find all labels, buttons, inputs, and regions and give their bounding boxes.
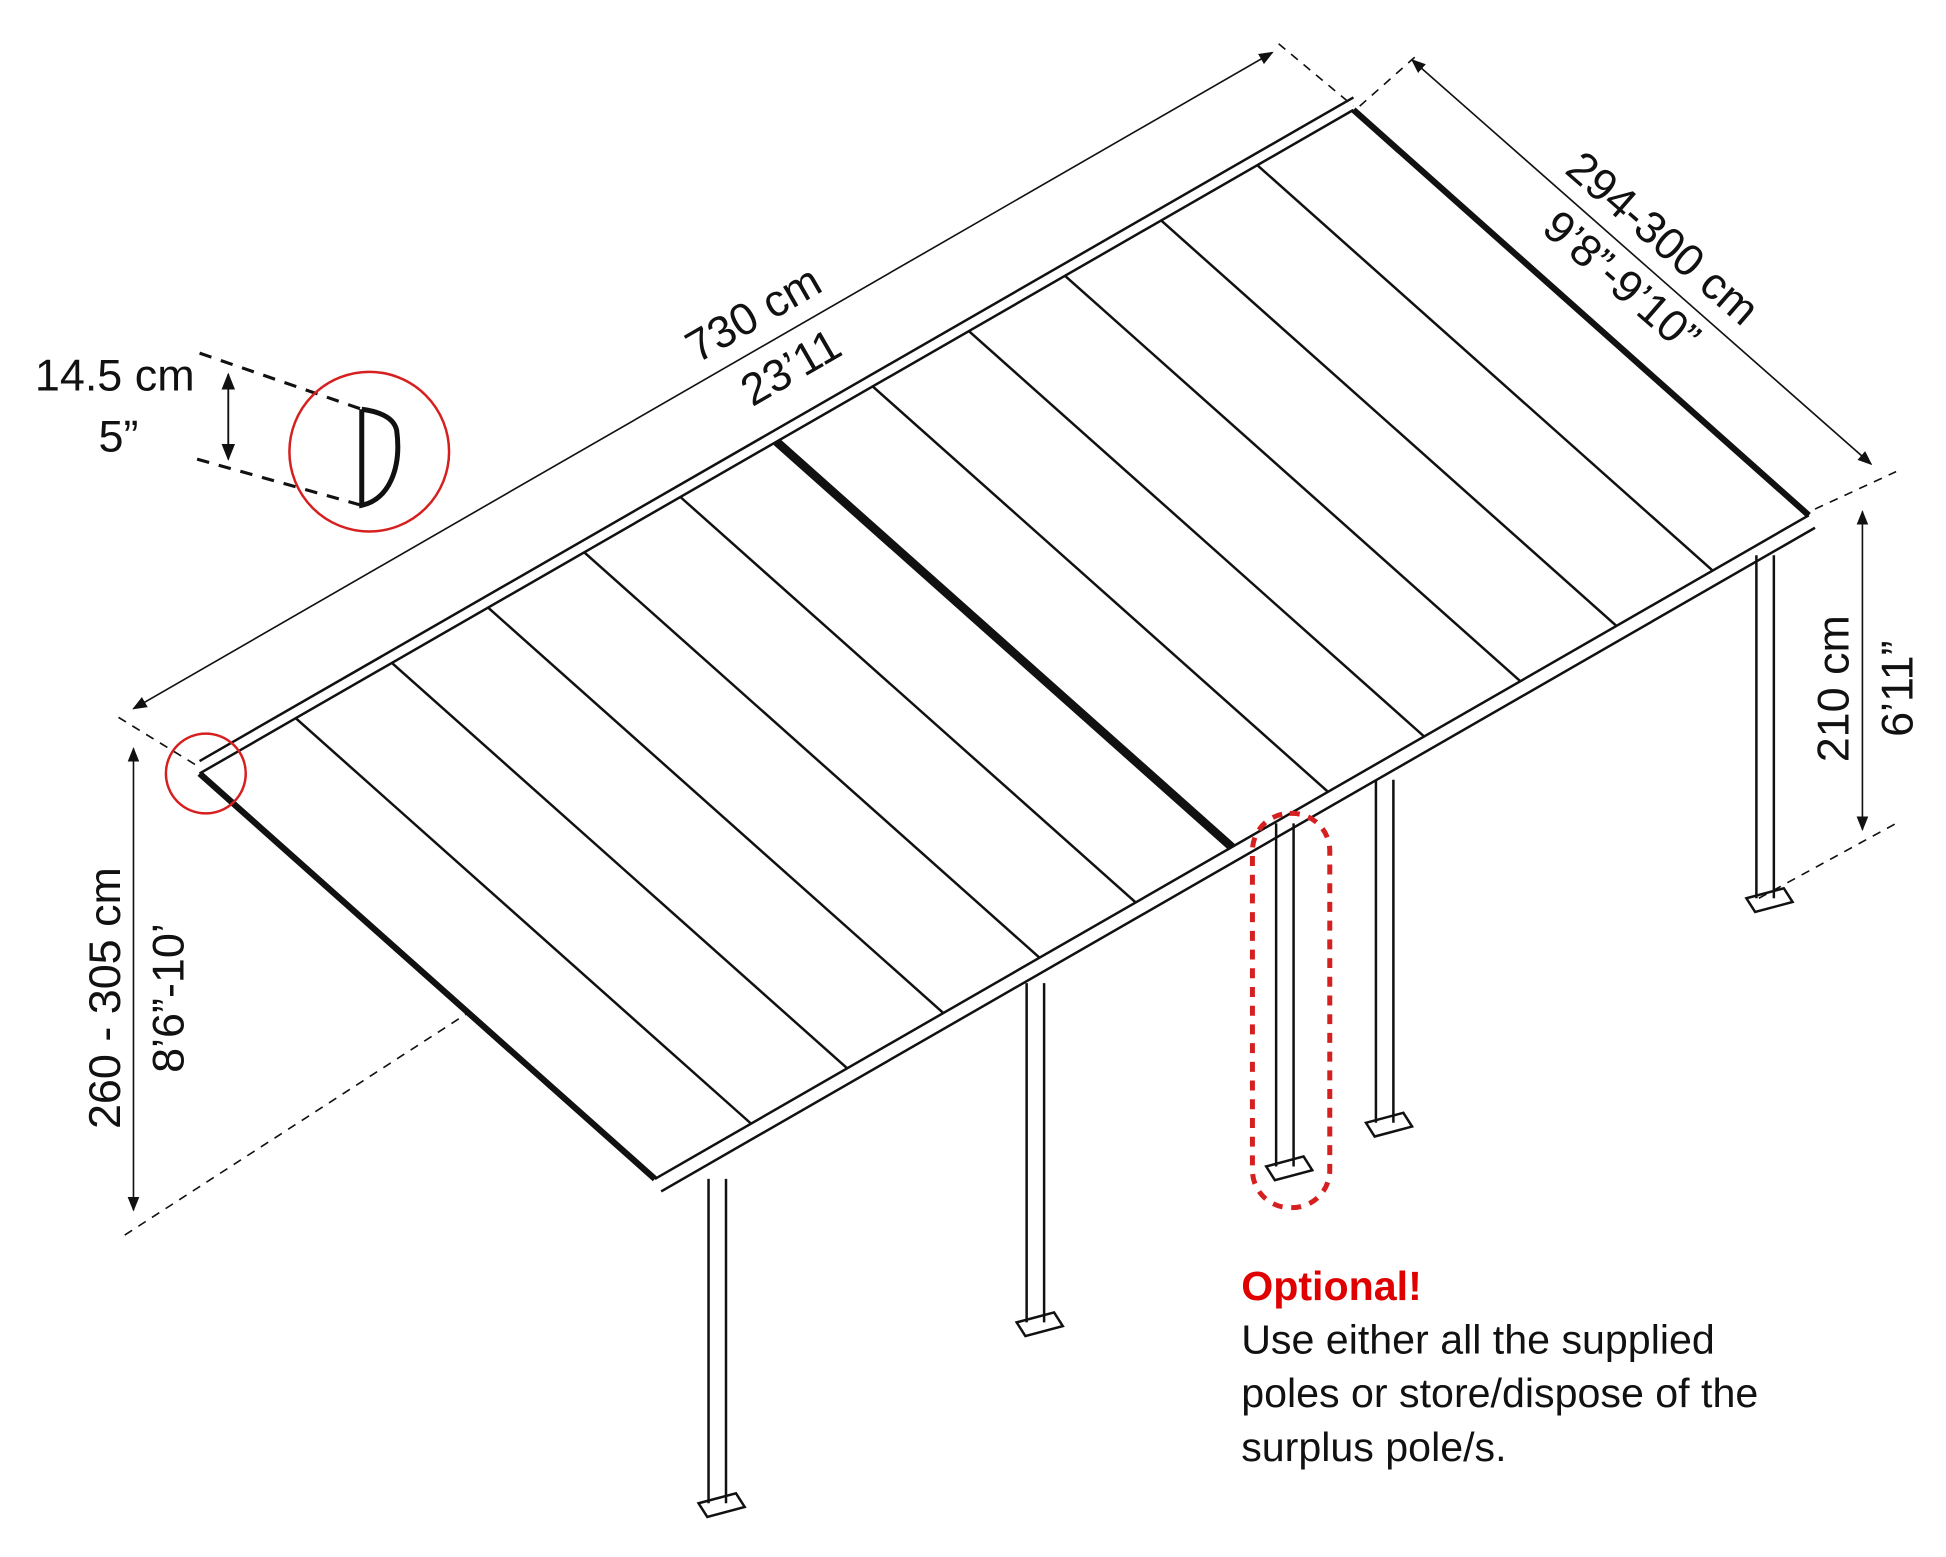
pole-base-plate (1363, 1111, 1415, 1138)
front-beam (654, 514, 1810, 1181)
profile-metric-label: 14.5 cm (35, 350, 195, 401)
note-line: Use either all the supplied (1241, 1317, 1715, 1363)
poles (696, 555, 1795, 1519)
extension-line (1278, 43, 1354, 107)
profile-extension-line (196, 457, 363, 507)
length-dimension-line (132, 51, 1274, 710)
optional-pole-highlight (1249, 810, 1333, 1211)
pole-base-plate (696, 1491, 747, 1519)
pole (1014, 983, 1065, 1338)
front-height-imperial-label: 6’11” (1871, 640, 1922, 736)
pole (1744, 555, 1795, 914)
front-height-metric-label: 210 cm (1808, 615, 1859, 762)
depth-dimension-line (1411, 59, 1873, 466)
extension-line (1814, 470, 1897, 510)
extension-line (1758, 822, 1897, 899)
pole (696, 1178, 747, 1519)
back-height-metric-label: 260 - 305 cm (79, 867, 130, 1129)
dimension-labels: 730 cm 23’11 294-300 cm 9’8”-9’10” 210 c… (35, 141, 1922, 1129)
pole-base-plate (1264, 1155, 1315, 1182)
pole-base-plate (1014, 1310, 1065, 1338)
pole (1264, 823, 1315, 1182)
extension-line (1359, 55, 1417, 107)
note-line: surplus pole/s. (1241, 1424, 1506, 1470)
pole-base-plate (1744, 886, 1795, 914)
profile-imperial-label: 5” (99, 411, 139, 462)
pole (1363, 779, 1415, 1138)
panel-divider (294, 717, 752, 1125)
side-rafter (197, 771, 657, 1182)
extension-line (124, 1012, 469, 1236)
back-height-imperial-label: 8’6”-10’ (142, 923, 193, 1073)
panel-divider (391, 661, 849, 1070)
profile-detail-circle (288, 370, 451, 533)
optional-note: Optional! Use either all the supplied po… (1241, 1263, 1758, 1470)
highlights (164, 370, 1333, 1211)
gutter-profile (359, 406, 401, 509)
extension-line (118, 716, 201, 768)
dimension-lines (118, 43, 1897, 1236)
note-title: Optional! (1241, 1263, 1422, 1309)
front-beam-bottom (660, 526, 1816, 1193)
corner-detail-circle (164, 732, 247, 815)
profile-extension-line (199, 351, 363, 411)
note-line: poles or store/dispose of the (1241, 1370, 1758, 1416)
